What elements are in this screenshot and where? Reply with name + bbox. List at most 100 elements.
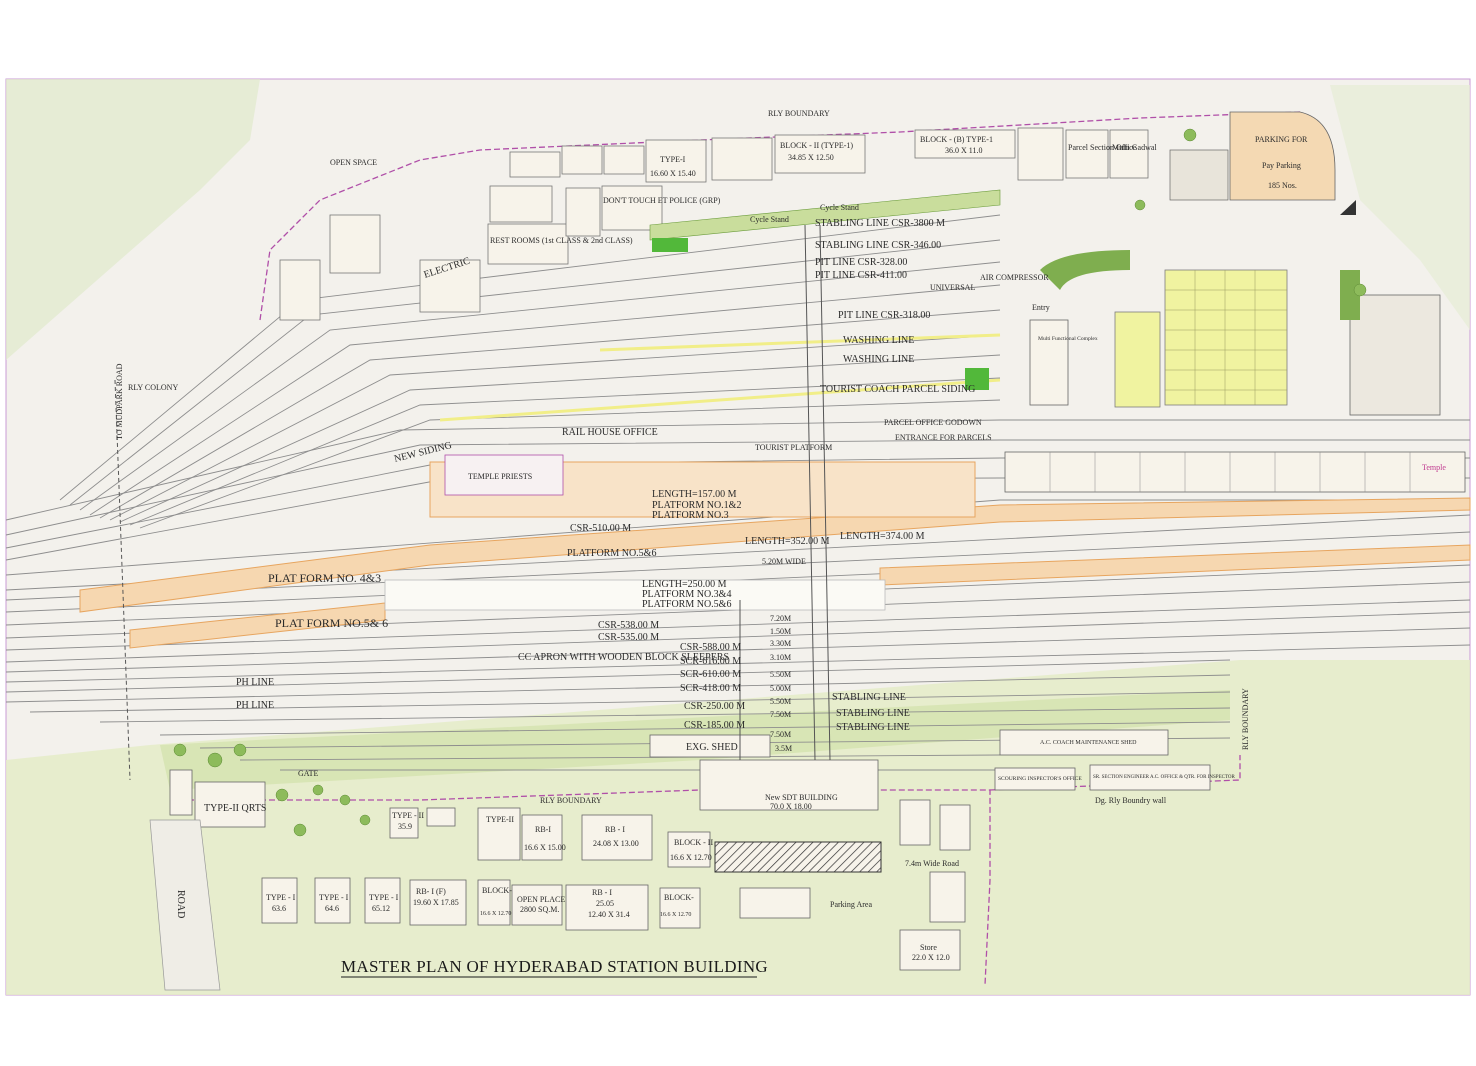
store-dims: 22.0 X 12.0 xyxy=(912,953,950,962)
block-top-label: BLOCK - (B) TYPE-1 xyxy=(920,135,993,144)
dims-c-label: 3.30M xyxy=(770,639,791,648)
north-arrow-icon xyxy=(1340,200,1356,215)
block-ii-top-label: BLOCK - II (TYPE-1) xyxy=(780,141,853,150)
wide-road-label: 7.4m Wide Road xyxy=(905,859,959,868)
fob-line-a xyxy=(804,224,816,761)
ph-line-2-label: PH LINE xyxy=(236,700,274,711)
washing-line-highlight-2 xyxy=(439,378,1001,422)
block-ii-top-dims: 34.85 X 12.50 xyxy=(788,153,834,162)
rb-1-c-dims: 12.40 X 31.4 xyxy=(588,910,630,919)
scouring-office xyxy=(994,767,1076,791)
csr-588-label: CSR-588.00 M xyxy=(680,642,741,653)
multi-functional-label: Multi Functional Complex xyxy=(1038,336,1098,342)
block-ii-label: BLOCK - II xyxy=(674,838,713,847)
platform-island-mid xyxy=(384,579,886,611)
block-ii-dims: 16.6 X 12.70 xyxy=(670,853,712,862)
rly-boundary-top xyxy=(259,111,1301,321)
dims-b-label: 1.50M xyxy=(770,627,791,636)
type-1-top-dims: 16.60 X 15.40 xyxy=(650,169,696,178)
parking-area-label: Parking Area xyxy=(830,900,872,909)
dims-i-label: 7.50M xyxy=(770,730,791,739)
platform-5-6-left xyxy=(129,602,386,649)
rail-house-label: RAIL HOUSE OFFICE xyxy=(562,427,658,438)
rb-1-a-label: RB-I xyxy=(535,825,551,834)
rb-1-f-label: RB- I (F) xyxy=(416,887,446,896)
road-left xyxy=(149,819,221,991)
rly-boundary-bottom-label: RLY BOUNDARY xyxy=(540,796,602,805)
scr-610-label: SCR-610.00 M xyxy=(680,669,741,680)
csr-510-label: CSR-510.00 M xyxy=(570,523,631,534)
dims-e-label: 5.50M xyxy=(770,670,791,679)
csr-535-label: CSR-535.00 M xyxy=(598,632,659,643)
top-buildings xyxy=(279,127,1149,321)
block-s-dims: 16.6 X 12.70 xyxy=(660,912,691,918)
block-n-label: BLOCK- xyxy=(482,886,512,895)
wide-5-20-label: 5.20M WIDE xyxy=(762,557,806,566)
fob-line-b xyxy=(819,224,831,761)
new-sdt-dims: 70.0 X 18.00 xyxy=(770,802,812,811)
temple-right-label: Temple xyxy=(1422,463,1446,472)
station-building-rooms xyxy=(1049,452,1411,492)
new-sdt-label: New SDT BUILDING xyxy=(765,793,838,802)
cc-apron-label: CC APRON WITH WOODEN BLOCK SLEEPERS xyxy=(518,652,729,663)
green-ring-left xyxy=(1040,250,1130,290)
type-1-c-val: 65.12 xyxy=(372,904,390,913)
right-pf-building xyxy=(1349,294,1441,416)
rb-1-b-label: RB - I xyxy=(605,825,625,834)
pit-line-2-label: PIT LINE CSR-411.00 xyxy=(815,270,907,281)
parking-nos-label: 185 Nos. xyxy=(1268,181,1297,190)
rest-rooms-label: REST ROOMS (1st CLASS & 2nd CLASS) xyxy=(490,236,633,245)
sr-section-office xyxy=(1089,764,1211,791)
entry-label: Entry xyxy=(1032,303,1050,312)
type-ii-b-label: TYPE - II xyxy=(392,811,424,820)
rb-1-b-dims: 24.08 X 13.00 xyxy=(593,839,639,848)
parking-for-label: PARKING FOR xyxy=(1255,135,1308,144)
page-title: MASTER PLAN OF HYDERABAD STATION BUILDIN… xyxy=(341,957,768,976)
type-1-b-label: TYPE - I xyxy=(319,893,349,902)
scr-616-label: SCR-616.00 M xyxy=(680,656,741,667)
parking-grid xyxy=(1164,269,1288,406)
pit-line-3-label: PIT LINE CSR-318.00 xyxy=(838,310,930,321)
cycle-stand-strip xyxy=(649,189,1001,241)
entrance-parcels-label: ENTRANCE FOR PARCELS xyxy=(895,433,992,442)
pit-line-1-label: PIT LINE CSR-328.00 xyxy=(815,257,907,268)
exg-shed-label: EXG. SHED xyxy=(686,742,738,753)
platform-5-6-b-label: PLATFORM NO.5&6 xyxy=(642,599,731,610)
plat-form-43-label: PLAT FORM NO. 4&3 xyxy=(268,571,381,585)
parcel-office-label: PARCEL OFFICE GODOWN xyxy=(884,418,982,427)
parking-building-a xyxy=(1169,149,1229,201)
green-block-a xyxy=(652,238,688,252)
open-place-area: 2800 SQ.M. xyxy=(520,905,559,914)
platform-4-3 xyxy=(79,497,1471,613)
type-ii-qrts-label: TYPE-II QRTS xyxy=(204,803,266,814)
scr-418-label: SCR-418.00 M xyxy=(680,683,741,694)
washing-line-2-label: WASHING LINE xyxy=(843,354,914,365)
platform-1-2-label: PLATFORM NO.1&2 xyxy=(652,500,741,511)
rb-1-a-dims: 16.6 X 15.00 xyxy=(524,843,566,852)
universal-label: UNIVERSAL xyxy=(930,283,975,292)
cycle-stand-b-label: Cycle Stand xyxy=(820,203,859,212)
type-1-a-val: 63.6 xyxy=(272,904,286,913)
dims-g-label: 5.50M xyxy=(770,697,791,706)
platform-3-4-label: PLATFORM NO.3&4 xyxy=(642,589,731,600)
rb-1-f-dims: 19.60 X 17.85 xyxy=(413,898,459,907)
green-area-top-right xyxy=(1330,85,1470,330)
trees xyxy=(173,128,1367,837)
ph-line-1-label: PH LINE xyxy=(236,677,274,688)
washing-line-1-label: WASHING LINE xyxy=(843,335,914,346)
stabling-line-b-label: STABLING LINE xyxy=(836,708,910,719)
block-s-label: BLOCK- xyxy=(664,893,694,902)
platform-5-6-label: PLATFORM NO.5&6 xyxy=(567,548,656,559)
bottom-buildings xyxy=(169,759,971,971)
cycle-stand-label: Cycle Stand xyxy=(750,215,789,224)
washing-line-highlight-1 xyxy=(599,333,1001,352)
mudpark-road-label: TO MUDPARK ROAD xyxy=(115,363,124,440)
platform-5-6-right xyxy=(879,544,1471,586)
length-374-label: LENGTH=374.00 M xyxy=(840,531,925,542)
plat-form-56-label: PLAT FORM NO.5& 6 xyxy=(275,616,388,630)
dims-a-label: 7.20M xyxy=(770,614,791,623)
multi-functional-complex xyxy=(1029,319,1069,406)
csr-538-label: CSR-538.00 M xyxy=(598,620,659,631)
